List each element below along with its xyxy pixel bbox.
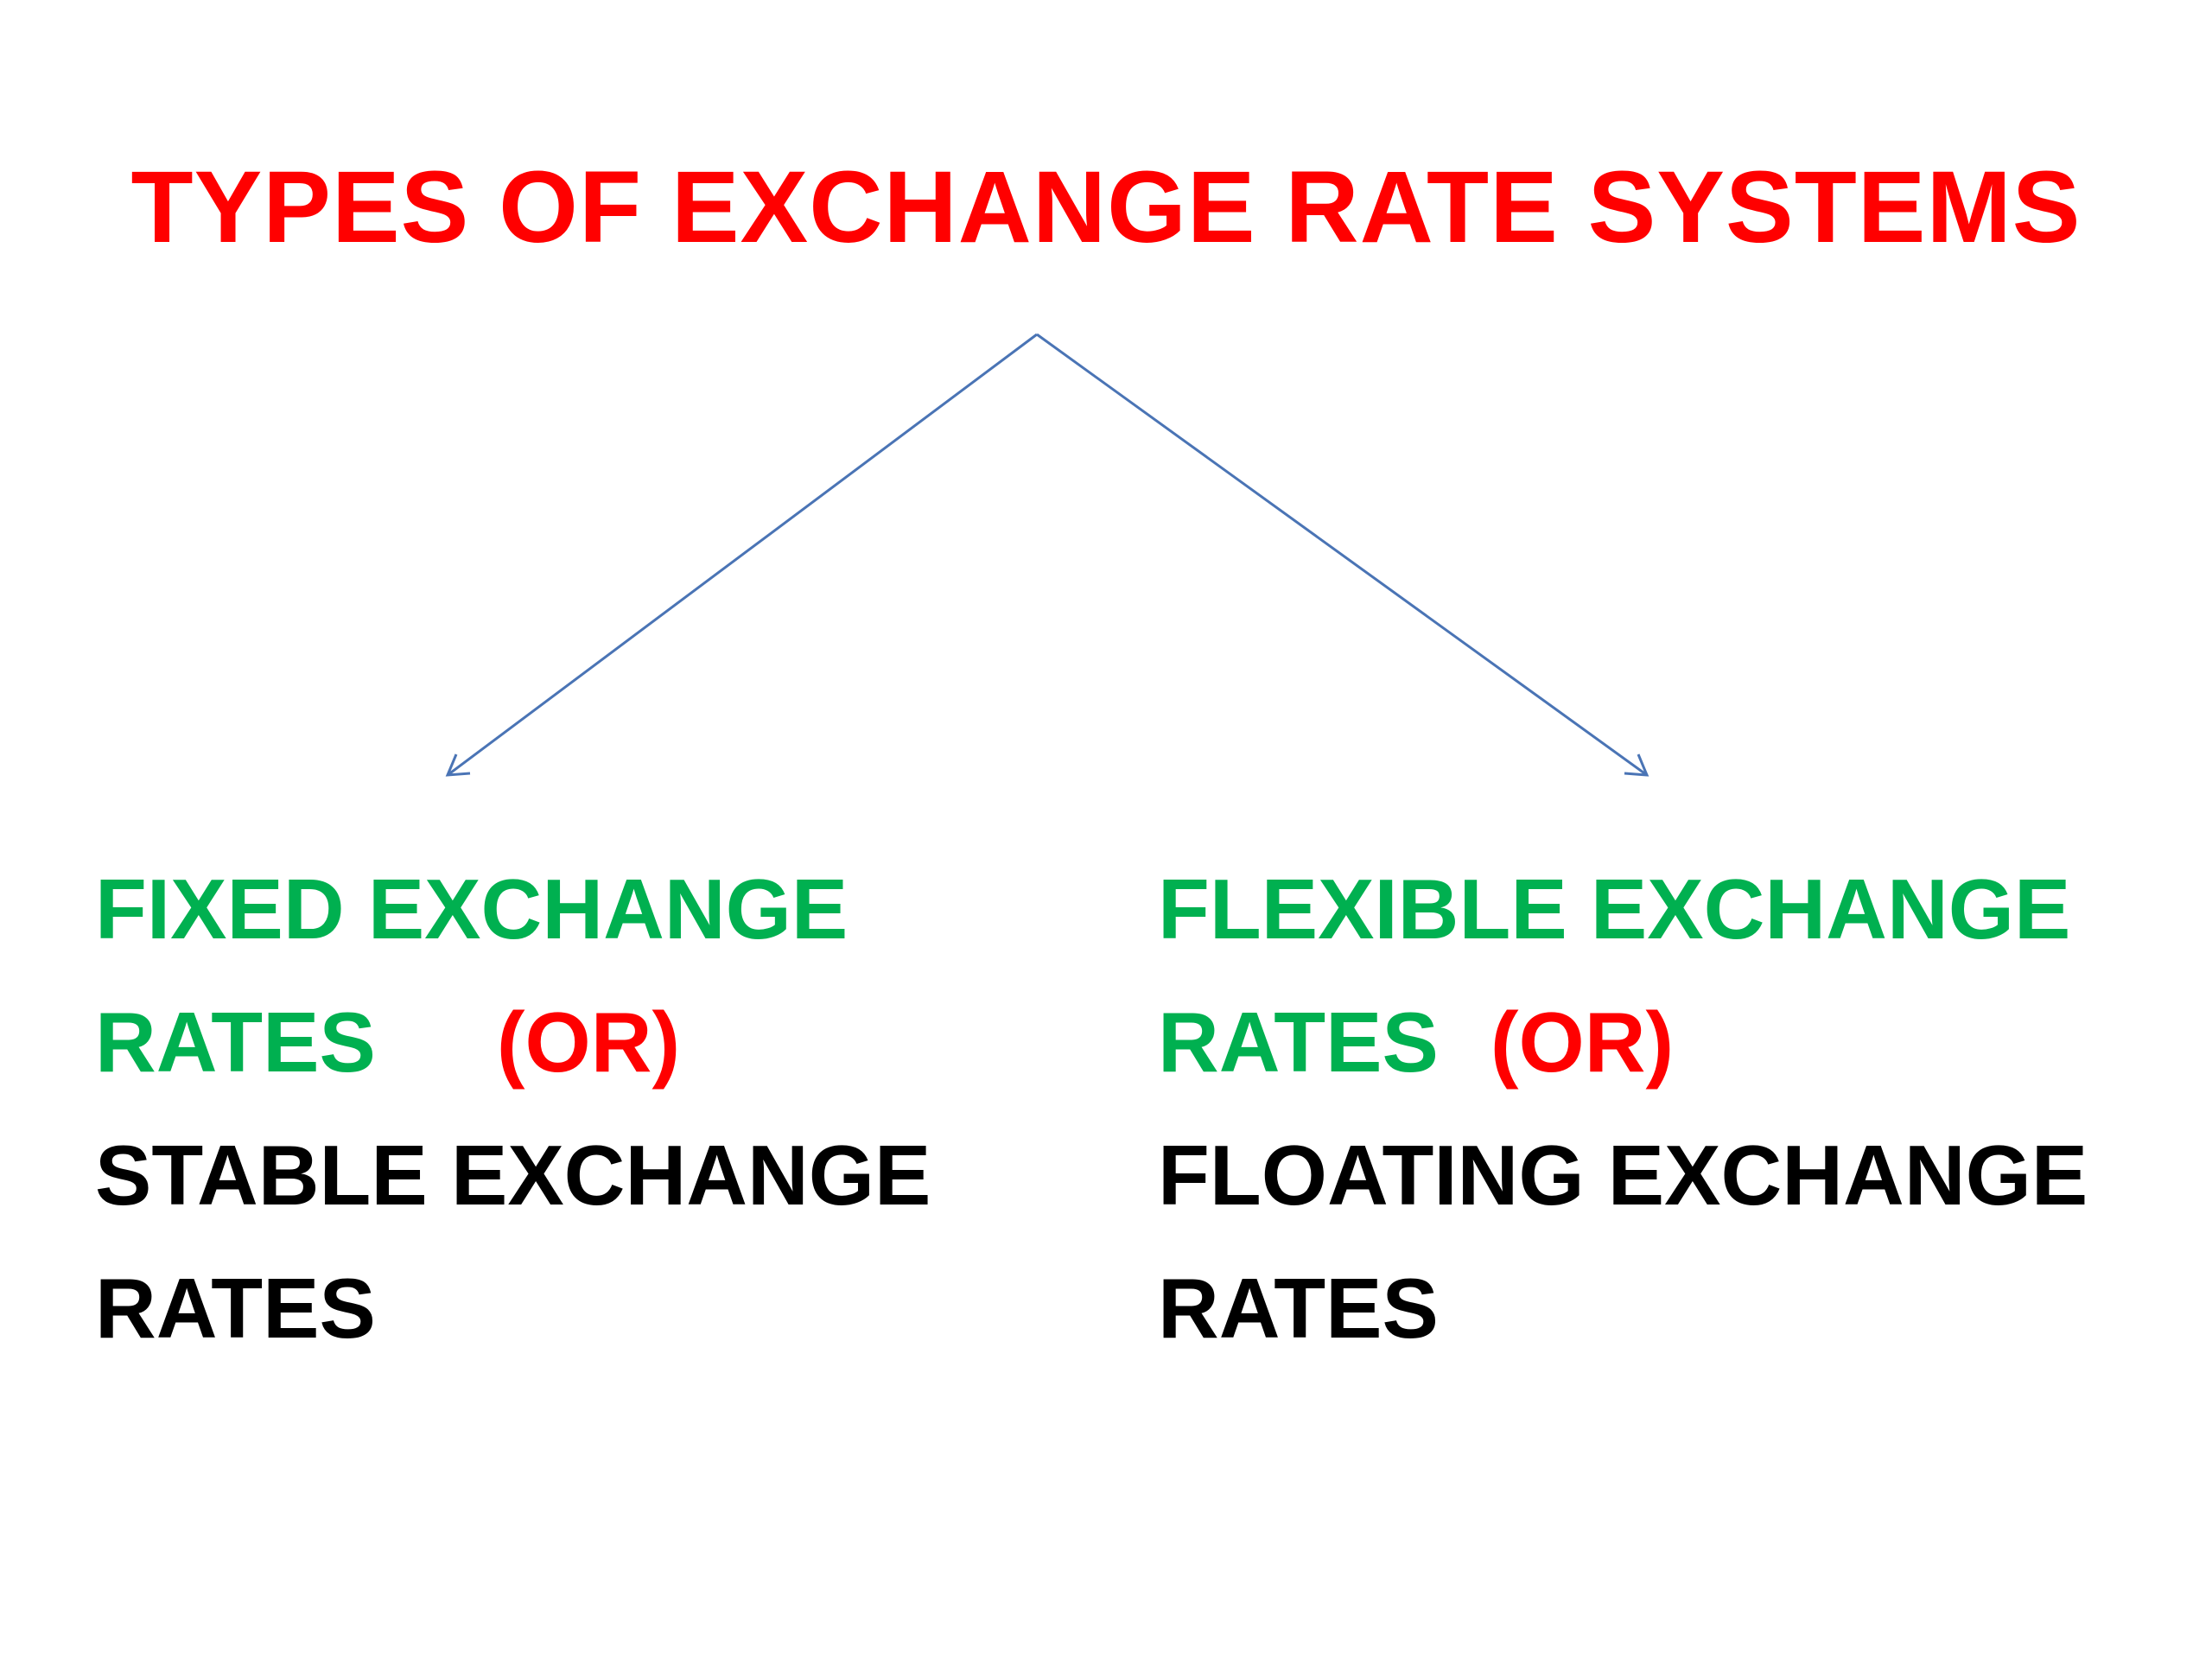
- flexible-exchange-rates-block: FLEXIBLE EXCHANGE RATES (OR) FLOATING EXC…: [1158, 842, 2088, 1375]
- stable-line-1: STABLE EXCHANGE: [95, 1128, 931, 1223]
- floating-line-1: FLOATING EXCHANGE: [1158, 1128, 2088, 1223]
- arrow-left-head: [445, 753, 471, 777]
- floating-line-2: RATES: [1158, 1261, 1439, 1356]
- arrow-right: [1036, 333, 1648, 777]
- flexible-line-1: FLEXIBLE EXCHANGE: [1158, 861, 2071, 957]
- fixed-exchange-rates-block: FIXED EXCHANGE RATES (OR) STABLE EXCHANGE…: [95, 842, 931, 1375]
- flexible-or-label: (OR): [1490, 995, 1675, 1090]
- arrow-left: [447, 333, 1038, 777]
- fixed-line-1: FIXED EXCHANGE: [95, 861, 849, 957]
- page-title: TYPES OF EXCHANGE RATE SYSTEMS: [130, 150, 2082, 264]
- fixed-or-label: (OR): [496, 995, 681, 1090]
- flexible-line-2: RATES: [1158, 995, 1439, 1090]
- stable-line-2: RATES: [95, 1261, 376, 1356]
- fixed-line-2: RATES: [95, 995, 376, 1090]
- arrow-right-head: [1624, 753, 1649, 777]
